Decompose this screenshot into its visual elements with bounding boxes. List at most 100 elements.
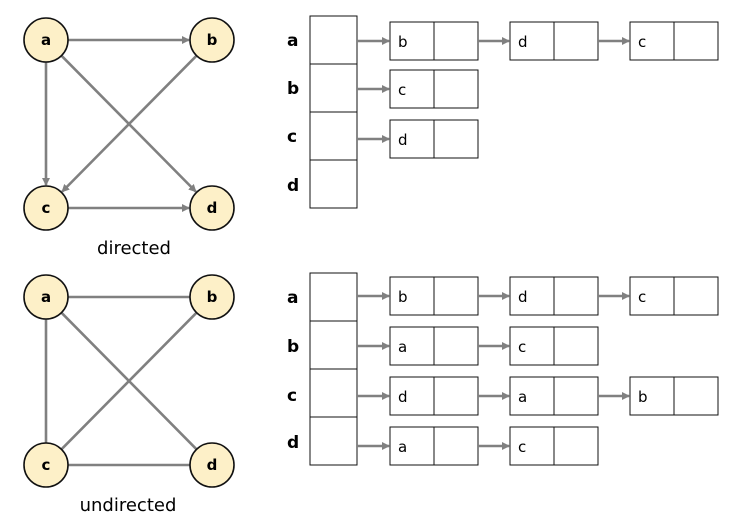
list-node-value: d bbox=[398, 388, 408, 406]
list-node-value: c bbox=[638, 288, 646, 306]
undirected-node-label: d bbox=[207, 456, 218, 474]
directed-list-row-d: d bbox=[287, 159, 358, 209]
directed-row-label: c bbox=[287, 127, 297, 147]
list-node-next-cell bbox=[673, 376, 719, 416]
list-node-next-cell bbox=[553, 376, 599, 416]
list-node-next-cell bbox=[433, 21, 479, 61]
directed-head-cell bbox=[309, 15, 358, 65]
undirected-node-b: b bbox=[189, 274, 235, 320]
list-node-data-cell bbox=[509, 276, 555, 316]
directed-list-node-a-c: c bbox=[629, 21, 719, 61]
undirected-list-node-b-c: c bbox=[509, 326, 599, 366]
undirected-node-circle bbox=[189, 442, 235, 488]
undirected-row-label: b bbox=[287, 337, 299, 357]
list-node-data-cell bbox=[509, 426, 555, 466]
undirected-adjacency-list: a b d c b a c c d a b d a c bbox=[287, 272, 719, 466]
list-node-next-cell bbox=[553, 21, 599, 61]
list-node-next-cell bbox=[553, 326, 599, 366]
directed-node-circle bbox=[23, 17, 69, 63]
list-node-data-cell bbox=[389, 21, 435, 61]
undirected-list-node-c-a: a bbox=[509, 376, 599, 416]
list-node-data-cell bbox=[509, 326, 555, 366]
list-node-value: c bbox=[518, 438, 526, 456]
list-node-data-cell bbox=[389, 276, 435, 316]
list-node-value: a bbox=[398, 338, 407, 356]
list-node-value: d bbox=[398, 131, 408, 149]
undirected-list-node-a-b: b bbox=[389, 276, 479, 316]
directed-head-cell bbox=[309, 63, 358, 113]
undirected-caption: undirected bbox=[80, 495, 177, 516]
list-node-next-cell bbox=[433, 119, 479, 159]
undirected-edge-b-c bbox=[60, 311, 198, 451]
directed-row-label: a bbox=[287, 31, 298, 51]
list-node-data-cell bbox=[509, 21, 555, 61]
undirected-node-c: c bbox=[23, 442, 69, 488]
list-node-value: d bbox=[518, 33, 528, 51]
list-node-data-cell bbox=[389, 376, 435, 416]
directed-row-label: b bbox=[287, 79, 299, 99]
list-node-data-cell bbox=[629, 376, 675, 416]
undirected-row-label: c bbox=[287, 386, 297, 406]
list-node-data-cell bbox=[629, 21, 675, 61]
undirected-list-node-a-d: d bbox=[509, 276, 599, 316]
list-node-data-cell bbox=[389, 69, 435, 109]
undirected-row-label: d bbox=[287, 433, 299, 453]
list-node-next-cell bbox=[553, 276, 599, 316]
list-node-value: a bbox=[398, 438, 407, 456]
undirected-head-cell bbox=[309, 320, 358, 370]
directed-list-node-c-d: d bbox=[389, 119, 479, 159]
undirected-list-node-c-b: b bbox=[629, 376, 719, 416]
list-node-next-cell bbox=[433, 276, 479, 316]
directed-node-label: c bbox=[42, 199, 51, 217]
list-node-next-cell bbox=[553, 426, 599, 466]
directed-row-label: d bbox=[287, 176, 299, 196]
undirected-node-circle bbox=[23, 274, 69, 320]
undirected-list-node-b-a: a bbox=[389, 326, 479, 366]
directed-node-label: b bbox=[207, 31, 218, 49]
directed-node-circle bbox=[189, 17, 235, 63]
undirected-node-circle bbox=[23, 442, 69, 488]
directed-caption: directed bbox=[97, 238, 171, 259]
undirected-list-node-a-c: c bbox=[629, 276, 719, 316]
list-node-value: a bbox=[518, 388, 527, 406]
directed-list-node-a-d: d bbox=[509, 21, 599, 61]
undirected-head-cell bbox=[309, 368, 358, 418]
list-node-data-cell bbox=[509, 376, 555, 416]
list-node-value: c bbox=[638, 33, 646, 51]
undirected-row-label: a bbox=[287, 288, 298, 308]
list-node-value: b bbox=[398, 288, 408, 306]
list-node-data-cell bbox=[389, 326, 435, 366]
list-node-value: b bbox=[638, 388, 648, 406]
undirected-node-label: b bbox=[207, 288, 218, 306]
list-node-next-cell bbox=[433, 69, 479, 109]
directed-list-node-a-b: b bbox=[389, 21, 479, 61]
list-node-value: c bbox=[518, 338, 526, 356]
undirected-node-label: c bbox=[42, 456, 51, 474]
undirected-list-node-d-a: a bbox=[389, 426, 479, 466]
list-node-next-cell bbox=[433, 376, 479, 416]
list-node-value: d bbox=[518, 288, 528, 306]
undirected-list-node-c-d: d bbox=[389, 376, 479, 416]
list-node-data-cell bbox=[389, 119, 435, 159]
directed-edge-b-c bbox=[61, 54, 198, 193]
undirected-head-cell bbox=[309, 272, 358, 322]
directed-head-cell bbox=[309, 159, 358, 209]
list-node-value: b bbox=[398, 33, 408, 51]
list-node-data-cell bbox=[629, 276, 675, 316]
directed-node-circle bbox=[189, 185, 235, 231]
undirected-head-cell bbox=[309, 416, 358, 466]
directed-node-d: d bbox=[189, 185, 235, 231]
list-node-data-cell bbox=[389, 426, 435, 466]
directed-node-label: a bbox=[41, 31, 51, 49]
directed-graph: a b c d directed bbox=[23, 17, 235, 259]
list-node-next-cell bbox=[673, 276, 719, 316]
directed-list-node-b-c: c bbox=[389, 69, 479, 109]
